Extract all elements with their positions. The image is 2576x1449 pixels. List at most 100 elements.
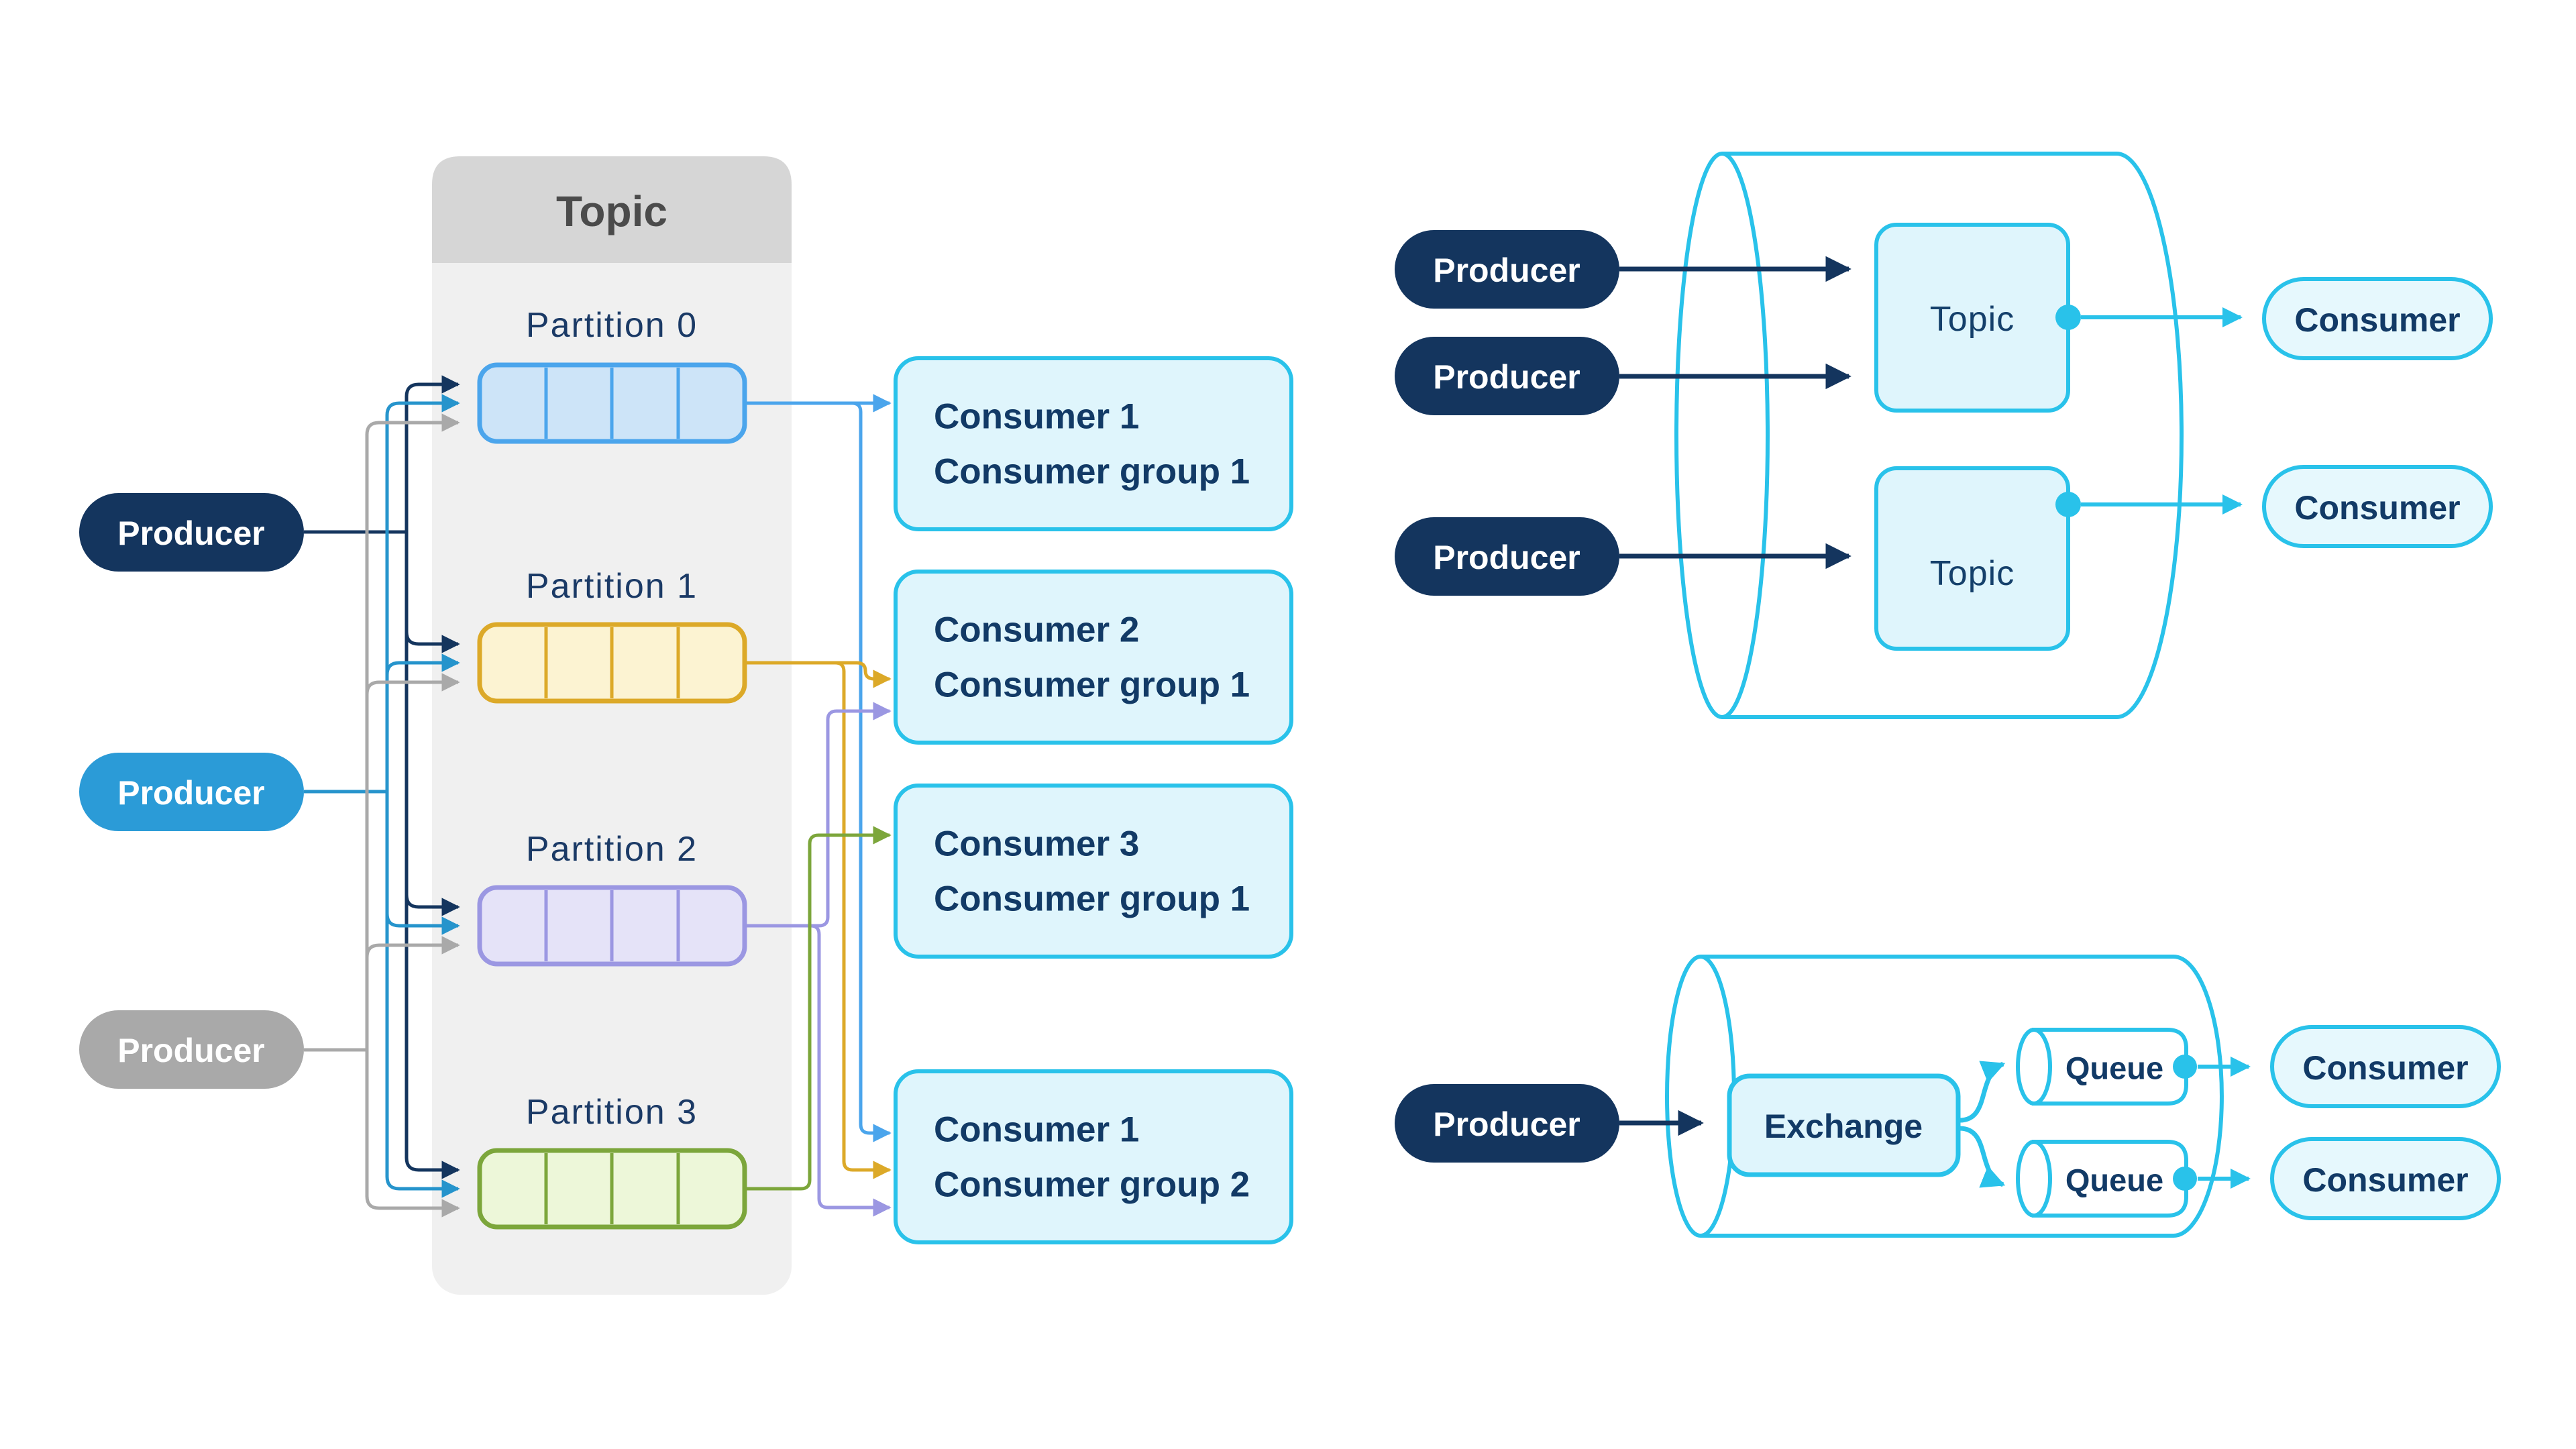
- topic-label: Topic: [1930, 300, 2015, 339]
- topic-box-2: Topic: [1874, 466, 2081, 651]
- pill-shape: [2270, 1137, 2501, 1220]
- consumer-label: Consumer: [2302, 1049, 2468, 1087]
- connector-line: [365, 936, 460, 958]
- consumer-group: Consumer group 1: [934, 879, 1250, 919]
- connector-line: [385, 792, 460, 1198]
- consumer-box-shape: [894, 1069, 1293, 1244]
- consumer-label: Consumer: [2294, 301, 2460, 339]
- topic-box-1: Topic: [1874, 223, 2081, 413]
- connector-line: [405, 375, 460, 532]
- partition-cell-dividers: [544, 627, 680, 698]
- consumer-box-1: Consumer 1 Consumer group 1: [894, 356, 1293, 531]
- queue-consumer-arrows: [2198, 1057, 2251, 1189]
- partition2-consumer-connectors: [745, 702, 892, 1217]
- partition-cell-dividers: [544, 368, 680, 439]
- consumer-box-4: Consumer 1 Consumer group 2: [894, 1069, 1293, 1244]
- partition-1: Partition 1: [477, 567, 747, 704]
- kafka-topic-diagram: Producer Producer Producer Topic Topic: [1395, 152, 2493, 719]
- consumer-box-shape: [894, 784, 1293, 959]
- partition1-consumer-connectors: [745, 661, 892, 1179]
- partition-label: Partition 3: [526, 1093, 698, 1132]
- rabbitmq-diagram: Producer Exchange Queue Queue: [1395, 955, 2501, 1238]
- exchange-box: Exchange: [1727, 1073, 1961, 1177]
- connector-line: [818, 702, 892, 928]
- producer-topic-arrows: [1619, 256, 1851, 570]
- pill-shape: [1395, 517, 1619, 596]
- producer2-connectors: [304, 394, 460, 1198]
- queue-port-dot: [2173, 1167, 2197, 1191]
- pill-shape: [79, 753, 304, 831]
- queue-body: [2032, 1140, 2188, 1218]
- cylinder-left-ellipse: [1665, 955, 1736, 1238]
- queue-left-ellipse: [2016, 1140, 2052, 1218]
- consumer-group: Consumer group 1: [934, 665, 1250, 705]
- connector-line: [365, 413, 460, 1050]
- topic-consumer-arrows: [2081, 307, 2243, 515]
- consumer-name: Consumer 2: [934, 610, 1139, 650]
- partition-2: Partition 2: [477, 830, 747, 967]
- producer-label: Producer: [117, 1032, 265, 1069]
- topic-container-header: [432, 156, 792, 263]
- cylinder-left-ellipse: [1674, 152, 1770, 719]
- exchange-label: Exchange: [1764, 1108, 1923, 1145]
- partition-label: Partition 2: [526, 830, 698, 869]
- queue-cylinder-2: Queue: [2016, 1140, 2197, 1218]
- partition0-consumer-connectors: [745, 394, 892, 1142]
- pill-shape: [1395, 230, 1619, 309]
- topic-port-dot: [2055, 492, 2081, 517]
- queue-port-dot: [2173, 1055, 2197, 1079]
- consumer-box-3: Consumer 3 Consumer group 1: [894, 784, 1293, 959]
- partition-cell-dividers: [544, 890, 680, 961]
- producer-pill: Producer: [1395, 517, 1619, 596]
- partition-label: Partition 1: [526, 567, 698, 606]
- consumer-pill: Consumer: [2270, 1137, 2501, 1220]
- connector-line: [745, 826, 892, 1191]
- kafka-partition-diagram: Topic: [79, 156, 1293, 1295]
- producer-label: Producer: [117, 774, 265, 812]
- pill-shape: [2270, 1025, 2501, 1108]
- consumer-name: Consumer 3: [934, 824, 1139, 864]
- consumer-label: Consumer: [2294, 489, 2460, 527]
- partition-3: Partition 3: [477, 1093, 747, 1230]
- producer1-connectors: [304, 375, 460, 1179]
- producer-pill-navy: Producer: [79, 493, 304, 572]
- consumer-group: Consumer group 1: [934, 452, 1250, 492]
- exchange-queue-connectors: [1959, 1061, 2006, 1188]
- pill-shape: [1395, 1084, 1619, 1163]
- connector-line: [810, 924, 892, 1217]
- pill-shape: [2262, 465, 2493, 548]
- producer-pill: Producer: [1395, 230, 1619, 309]
- connector-curve: [1959, 1126, 2006, 1188]
- producer3-connectors: [304, 413, 460, 1218]
- queue-body: [2032, 1028, 2188, 1106]
- producer-label: Producer: [1433, 1106, 1580, 1143]
- producer-label: Producer: [1433, 252, 1580, 289]
- connector-line: [365, 673, 460, 695]
- producer-pill: Producer: [1395, 337, 1619, 415]
- producer-pill: Producer: [1395, 1084, 1619, 1163]
- consumer-pill: Consumer: [2262, 465, 2493, 548]
- consumer-name: Consumer 1: [934, 397, 1139, 437]
- pill-shape: [79, 1010, 304, 1089]
- producer-label: Producer: [1433, 358, 1580, 396]
- consumer-pill: Consumer: [2270, 1025, 2501, 1108]
- connector-curve: [1959, 1061, 2006, 1123]
- consumer-pill: Consumer: [2262, 277, 2493, 360]
- partition-label: Partition 0: [526, 306, 698, 345]
- cylinder-body: [1722, 152, 2184, 719]
- pill-shape: [2262, 277, 2493, 360]
- connector-line: [835, 661, 892, 688]
- connector-line: [365, 1050, 460, 1218]
- consumer-name: Consumer 1: [934, 1110, 1139, 1150]
- producer-pill-gray: Producer: [79, 1010, 304, 1089]
- queue-cylinder-1: Queue: [2016, 1028, 2197, 1106]
- connector-line: [385, 653, 460, 676]
- pill-shape: [1395, 337, 1619, 415]
- consumer-label: Consumer: [2302, 1161, 2468, 1199]
- consumer-box-2: Consumer 2 Consumer group 1: [894, 570, 1293, 745]
- pill-shape: [79, 493, 304, 572]
- consumer-box-shape: [894, 356, 1293, 531]
- cylinder-body: [1701, 955, 2224, 1238]
- connector-line: [851, 401, 892, 1142]
